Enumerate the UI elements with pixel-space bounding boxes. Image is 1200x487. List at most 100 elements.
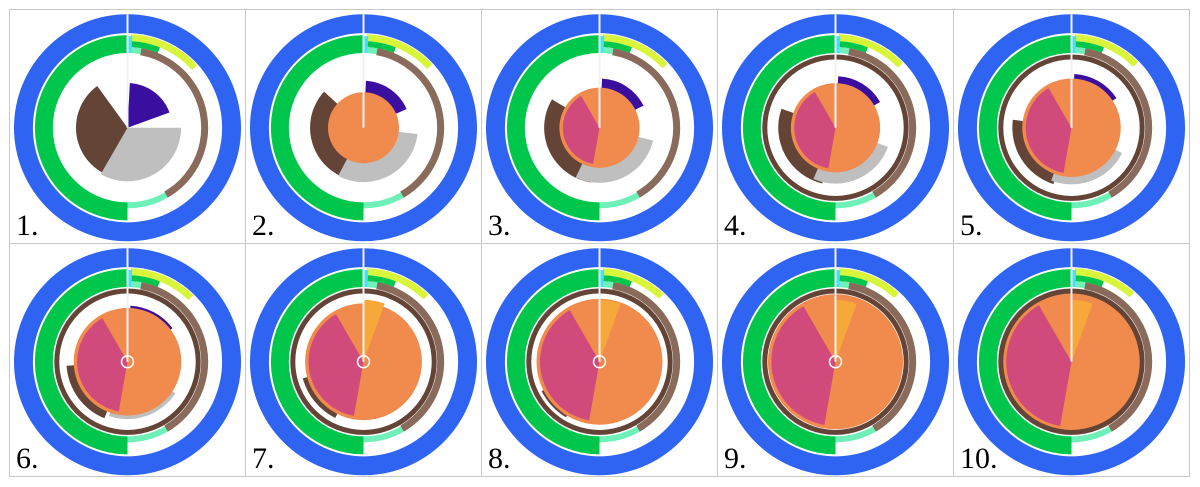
- panel-4: 4.: [718, 10, 954, 244]
- yellow-green-band: [130, 34, 198, 70]
- yellow-green-band: [1074, 267, 1135, 297]
- taupe-band: [612, 48, 681, 198]
- green-ring: [34, 35, 128, 221]
- cyan-strip: [599, 36, 605, 54]
- yellow-green-band: [602, 34, 668, 69]
- panel-5-disk: [957, 14, 1186, 242]
- panel-1: 1.: [10, 10, 246, 244]
- top-divider: [126, 247, 129, 362]
- taupe-band: [848, 48, 917, 198]
- amber-wedge: [835, 299, 857, 362]
- green-band-strip: [130, 274, 160, 287]
- panel-3-disk: [485, 14, 714, 242]
- top-divider: [834, 14, 837, 128]
- panel-10: 10.: [954, 243, 1190, 477]
- magenta-swirl: [1006, 304, 1072, 426]
- panel-9: 9.: [718, 243, 954, 477]
- panel-label: 6.: [16, 442, 39, 475]
- taupe-band: [140, 48, 209, 198]
- taupe-band: [376, 48, 445, 198]
- panel-label: 8.: [488, 442, 511, 475]
- cyan-strip: [127, 36, 133, 54]
- taupe-band: [376, 281, 445, 432]
- top-divider: [362, 14, 365, 128]
- panel-8: 8.: [482, 243, 718, 477]
- magenta-swirl: [77, 317, 128, 411]
- green-band-strip: [366, 41, 396, 53]
- green-ring: [742, 35, 836, 221]
- yellow-green-band: [366, 267, 429, 299]
- yellow-green-band: [838, 267, 899, 298]
- panel-6-disk: [13, 247, 242, 475]
- yellow-green-band: [602, 267, 664, 299]
- amber-wedge: [363, 299, 385, 362]
- green-band-strip: [366, 274, 396, 287]
- green-band-strip: [130, 41, 160, 53]
- yellow-green-band: [1074, 34, 1139, 67]
- top-divider: [598, 247, 601, 362]
- panel-6: 6.: [10, 243, 246, 477]
- panel-7: 7.: [246, 243, 482, 477]
- panel-7-disk: [249, 247, 478, 475]
- top-divider: [598, 14, 601, 128]
- green-ring: [978, 268, 1072, 454]
- top-divider: [1070, 14, 1073, 128]
- magenta-swirl: [794, 92, 836, 169]
- yellow-green-band: [366, 34, 433, 70]
- panel-10-disk: [957, 247, 1186, 475]
- green-ring: [270, 268, 364, 454]
- cyan-strip: [599, 269, 605, 287]
- magenta-swirl: [771, 305, 836, 425]
- cyan-strip: [835, 36, 841, 54]
- taupe-band: [1084, 48, 1153, 198]
- green-ring: [978, 35, 1072, 221]
- cyan-strip: [363, 36, 369, 54]
- amber-wedge: [599, 299, 621, 362]
- panel-label: 5.: [960, 208, 983, 242]
- green-band-strip: [1074, 274, 1104, 287]
- amber-wedge: [1071, 299, 1093, 362]
- green-band-strip: [602, 274, 632, 287]
- green-band-strip: [838, 274, 868, 287]
- top-divider: [362, 247, 365, 362]
- gray-region: [100, 127, 182, 182]
- top-divider: [1070, 247, 1073, 362]
- panel-grid: 1. 2. 3. 4. 5. 6. 7. 8. 9. 10.: [9, 9, 1190, 477]
- green-ring: [34, 268, 128, 454]
- cyan-strip: [127, 269, 133, 287]
- green-ring: [742, 268, 836, 454]
- green-ring: [270, 35, 364, 221]
- panel-3: 3.: [482, 10, 718, 244]
- panel-label: 3.: [488, 208, 511, 242]
- magenta-swirl: [308, 313, 364, 416]
- panel-label: 9.: [724, 442, 747, 475]
- panel-label: 10.: [960, 442, 998, 475]
- panel-2-disk: [249, 14, 478, 242]
- yellow-green-band: [130, 267, 194, 300]
- panel-label: 7.: [252, 442, 275, 475]
- green-band-strip: [602, 41, 632, 53]
- magenta-swirl: [562, 96, 600, 164]
- panel-8-disk: [485, 247, 714, 475]
- green-ring: [506, 35, 600, 221]
- magenta-swirl: [539, 309, 600, 420]
- panel-2: 2.: [246, 10, 482, 244]
- panel-label: 1.: [16, 208, 39, 242]
- panel-9-disk: [721, 247, 950, 475]
- top-divider: [126, 14, 129, 128]
- green-ring: [506, 268, 600, 454]
- panel-4-disk: [721, 14, 950, 242]
- taupe-band: [1084, 281, 1153, 432]
- panel-5: 5.: [954, 10, 1190, 244]
- top-divider: [834, 247, 837, 362]
- cyan-strip: [835, 269, 841, 287]
- green-band-strip: [1074, 41, 1104, 53]
- cyan-strip: [363, 269, 369, 287]
- taupe-band: [612, 281, 681, 432]
- panel-label: 2.: [252, 208, 275, 242]
- indigo-region: [127, 83, 170, 128]
- green-band-strip: [838, 41, 868, 53]
- taupe-band: [140, 281, 209, 432]
- panel-label: 4.: [724, 208, 747, 242]
- cyan-strip: [1071, 269, 1077, 287]
